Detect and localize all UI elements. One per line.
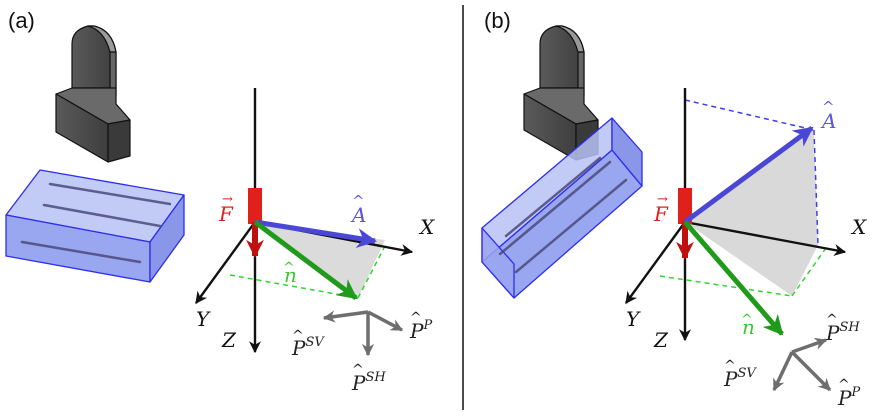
sh-polarization-label: PSH (351, 370, 386, 395)
p-hat-accent: ^ (838, 377, 850, 393)
normal-vector (683, 220, 784, 336)
z-axis-label: Z (221, 328, 237, 352)
y-axis-label: Y (626, 307, 641, 331)
x-axis-label: X (850, 215, 867, 239)
sh-hat-accent: ^ (826, 312, 838, 328)
panel-label: (b) (484, 8, 511, 33)
normal-label: n (284, 263, 297, 287)
panel-label: (a) (8, 8, 35, 33)
p-polarization-label: PP (409, 318, 432, 343)
amplitude-hat-accent: ^ (352, 192, 365, 210)
normal-vector (253, 220, 358, 300)
hammer-icon (523, 25, 599, 161)
polarization-triad (322, 310, 404, 357)
panel-a: (a) (5, 8, 435, 395)
panel-b: (b) (481, 8, 867, 410)
sv-polarization-label: PSV (723, 366, 757, 391)
sh-polarization-label: PSH (825, 320, 860, 345)
green-dashed-projection (659, 247, 827, 297)
amplitude-vector (683, 125, 814, 225)
hammer-icon (55, 25, 131, 163)
y-axis (195, 221, 256, 304)
polarization-triad (772, 337, 832, 392)
force-label: F (218, 202, 234, 226)
amplitude-hat-accent: ^ (822, 98, 835, 116)
x-axis (684, 220, 847, 256)
force-arrow-accent: → (657, 192, 668, 207)
p-hat-accent: ^ (410, 310, 422, 326)
force-vector-shaft (248, 188, 262, 224)
y-axis (625, 221, 686, 304)
normal-hat-accent: ^ (741, 312, 753, 328)
crystal-block (481, 117, 643, 299)
blue-dashed-projection (684, 99, 819, 246)
force-label: F (653, 202, 669, 226)
z-axis-label: Z (653, 328, 669, 352)
sv-polarization-label: PSV (291, 335, 325, 360)
normal-hat-accent: ^ (283, 260, 295, 276)
crystal-block (5, 169, 185, 283)
amplitude-label: A (350, 203, 366, 227)
normal-label: n (742, 315, 755, 339)
sv-hat-accent: ^ (724, 358, 736, 374)
sh-hat-accent: ^ (352, 362, 364, 378)
amplitude-label: A (820, 109, 836, 133)
sv-hat-accent: ^ (292, 328, 304, 344)
x-axis-label: X (418, 215, 435, 239)
y-axis-label: Y (196, 307, 211, 331)
incidence-plane (685, 130, 818, 296)
p-polarization-label: PP (837, 385, 860, 410)
force-arrow-accent: → (222, 192, 233, 207)
force-vector-shaft (678, 188, 692, 224)
amplitude-vector (254, 219, 377, 249)
